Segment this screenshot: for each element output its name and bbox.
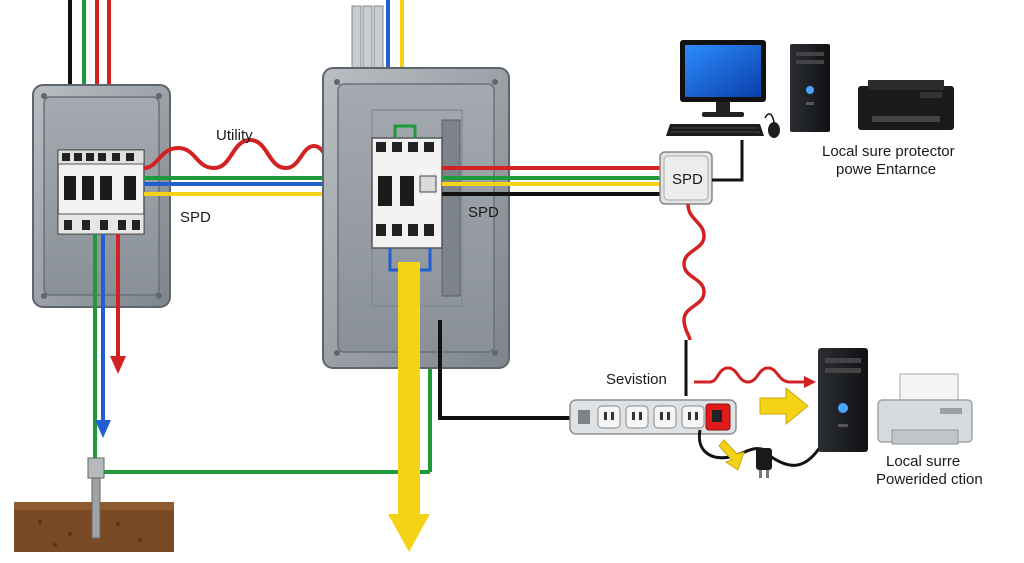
local-protector-label-line1: Local sure protector <box>822 143 955 160</box>
ground-rod-icon <box>87 457 105 539</box>
local-surre-label-line1: Local surre <box>886 453 960 470</box>
pc-tower-icon <box>790 44 830 132</box>
local-surre-label-line2: Powerided ction <box>876 471 983 488</box>
left-breaker-block <box>57 149 145 235</box>
right-spd-box <box>659 140 744 396</box>
printer-icon <box>877 373 973 445</box>
spd-center-label: SPD <box>468 204 499 221</box>
pc-tower-icon <box>818 348 868 452</box>
monitor-icon <box>680 40 766 117</box>
utility-label: Utility <box>216 127 253 144</box>
center-to-spd-feeds <box>438 166 664 420</box>
spd-right-label: SPD <box>672 171 703 188</box>
sevistion-label: Sevistion <box>606 371 667 388</box>
center-spd-module <box>371 137 443 249</box>
surge-wave-arrowhead <box>804 376 816 388</box>
printer-icon <box>858 80 954 130</box>
surge-wave-to-tower <box>694 366 806 384</box>
spd-left-label: SPD <box>180 209 211 226</box>
yellow-small-arrows <box>718 386 809 471</box>
local-protector-label-line2: powe Entarnce <box>836 161 936 178</box>
plug-icon <box>697 429 824 478</box>
keyboard-icon <box>666 124 764 136</box>
ground-system <box>14 234 432 552</box>
power-strip-icon <box>569 399 737 435</box>
computer-workstation <box>666 40 954 138</box>
yellow-surge-arrow <box>388 262 430 552</box>
mouse-icon <box>764 113 780 138</box>
